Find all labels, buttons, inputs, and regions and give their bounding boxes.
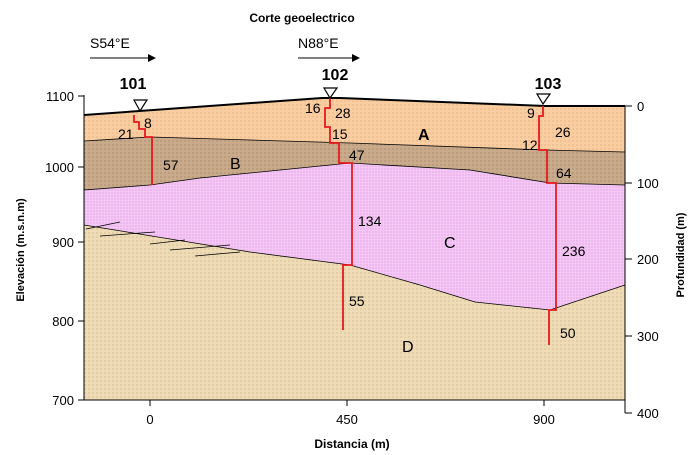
section-title: Corte geoelectrico (249, 11, 354, 25)
sounding-log-103 (538, 106, 557, 345)
value-101-8: 8 (144, 115, 152, 131)
value-102-16: 16 (305, 100, 321, 116)
layer-d-area (84, 225, 625, 400)
value-102-28: 28 (335, 105, 351, 121)
right-axis-ticks (625, 105, 632, 414)
x-tick-0: 0 (146, 412, 153, 427)
direction-label-2: N88°E (298, 35, 339, 51)
value-103-9: 9 (527, 105, 535, 121)
layer-c-area (84, 163, 625, 310)
sounding-log-102 (324, 98, 353, 330)
arrow-head-icon (352, 54, 360, 62)
bottom-axis-ticks (149, 400, 545, 406)
depth-tick-300: 300 (637, 329, 659, 344)
direction-label-1: S54°E (90, 35, 130, 51)
value-102-134: 134 (358, 213, 382, 229)
layer-b-area (84, 137, 625, 190)
value-102-55: 55 (349, 293, 365, 309)
value-103-26: 26 (555, 124, 571, 140)
y-tick-800: 800 (52, 314, 74, 329)
x-tick-450: 450 (336, 412, 358, 427)
depth-tick-400: 400 (637, 406, 659, 421)
value-103-50: 50 (560, 325, 576, 341)
y-right-axis-title: Profundidad (m) (675, 212, 687, 297)
y-tick-1100: 1100 (46, 89, 74, 104)
layer-label-b: B (230, 156, 241, 173)
station-id-101: 101 (120, 76, 147, 93)
y-left-axis-title: Elevación (m.s.n.m) (15, 198, 27, 302)
boundary-a-b (83, 136, 626, 153)
value-103-64: 64 (556, 165, 572, 181)
station-id-103: 103 (535, 76, 562, 93)
arrow-head-icon (148, 54, 156, 62)
depth-tick-200: 200 (637, 252, 659, 267)
x-axis-title: Distancia (m) (314, 437, 389, 451)
left-axis-ticks (78, 95, 84, 401)
depth-tick-100: 100 (637, 176, 659, 191)
interfingering-lines (85, 221, 241, 257)
value-102-15: 15 (332, 126, 348, 142)
value-103-236: 236 (562, 243, 586, 259)
value-101-57: 57 (163, 157, 179, 173)
layer-label-c: C (444, 235, 456, 252)
station-triangle-102 (322, 87, 339, 100)
station-triangle-101 (132, 99, 149, 113)
x-tick-900: 900 (533, 412, 555, 427)
layer-a-area (84, 98, 625, 152)
station-id-102: 102 (322, 67, 349, 84)
depth-tick-0: 0 (637, 99, 644, 114)
y-tick-700: 700 (52, 393, 74, 408)
layer-label-a: A (418, 127, 430, 144)
station-triangle-103 (535, 93, 552, 106)
value-103-12: 12 (522, 137, 538, 153)
y-tick-900: 900 (52, 235, 74, 250)
layer-label-d: D (402, 339, 414, 356)
sounding-log-101 (133, 115, 153, 185)
value-102-47: 47 (349, 147, 365, 163)
value-101-21: 21 (118, 126, 134, 142)
y-tick-1000: 1000 (45, 160, 74, 175)
ground-surface (83, 97, 625, 116)
